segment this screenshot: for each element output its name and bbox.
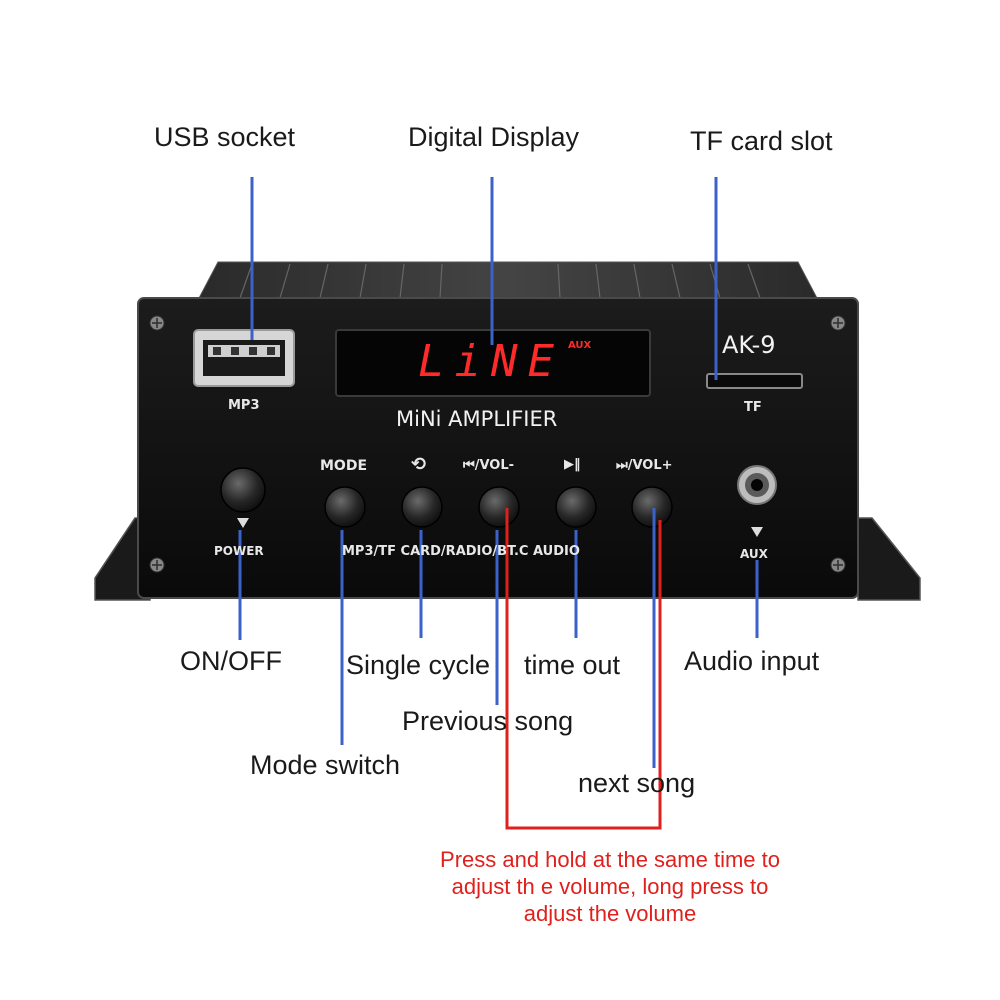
aux-arrow-icon: [751, 527, 763, 537]
power-label: POWER: [214, 544, 264, 558]
power-button[interactable]: [220, 467, 266, 513]
callout-audio-input: Audio input: [684, 646, 820, 676]
model-label: AK-9: [722, 331, 776, 359]
tf-card-slot-icon: [706, 373, 803, 389]
volume-note: Press and hold at the same time to adjus…: [340, 846, 880, 927]
power-arrow-icon: [237, 518, 249, 528]
next-vol-up-label: ⏭/VOL+: [616, 458, 673, 473]
next-vol-up-button[interactable]: [631, 486, 673, 528]
previous-vol-down-button[interactable]: [478, 486, 520, 528]
screw-icon: [149, 315, 846, 573]
callout-previous-song: Previous song: [402, 706, 574, 736]
usb-socket-icon: [193, 329, 295, 387]
housing-top: [197, 261, 819, 301]
volume-bracket: [505, 508, 662, 830]
callout-lines: [238, 177, 759, 768]
mode-button-label: MODE: [320, 458, 368, 474]
display-aux-badge: AUX: [568, 340, 592, 351]
callout-next-song: next song: [578, 768, 696, 798]
callout-mode-switch: Mode switch: [250, 750, 401, 780]
single-cycle-button[interactable]: [401, 486, 443, 528]
aux-label: AUX: [740, 547, 768, 561]
callout-digital-display: Digital Display: [408, 122, 580, 152]
callout-usb-socket: USB socket: [154, 122, 296, 152]
note-line-3: adjust the volume: [523, 901, 697, 926]
play-pause-button[interactable]: [555, 486, 597, 528]
mode-button[interactable]: [324, 486, 366, 528]
mode-subtitle: MP3/TF CARD/RADIO/BT.C AUDIO: [342, 544, 580, 559]
callout-tf-card-slot: TF card slot: [690, 126, 833, 156]
note-line-2: adjust th e volume, long press to: [451, 874, 769, 899]
callout-time-out: time out: [524, 650, 621, 680]
right-flange: [857, 517, 921, 601]
play-pause-icon: ▶‖: [564, 457, 581, 472]
display-readout: LiNE: [418, 336, 564, 387]
tf-label: TF: [744, 400, 762, 415]
prev-vol-down-label: ⏮/VOL-: [463, 458, 515, 473]
callout-on-off: ON/OFF: [180, 646, 282, 676]
callout-single-cycle: Single cycle: [346, 650, 491, 680]
cycle-button-icon: ⟲: [411, 454, 427, 475]
aux-jack-icon: [737, 465, 777, 505]
brand-label: MiNi AMPLIFIER: [396, 407, 558, 431]
note-line-1: Press and hold at the same time to: [440, 847, 780, 872]
usb-label: MP3: [228, 398, 260, 413]
